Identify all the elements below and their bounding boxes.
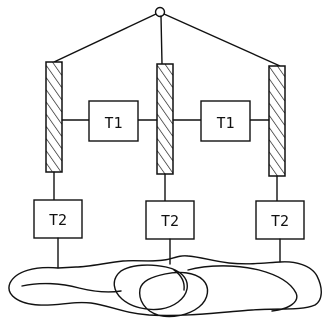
left-hatched-bar: [45, 61, 63, 173]
top-ring-icon: [154, 6, 166, 18]
load-left-contour: [21, 282, 122, 293]
right-cable: [163, 13, 281, 67]
middle-t2-label: T2: [161, 212, 179, 230]
left-t1-box: [88, 100, 139, 142]
left-t2-box: [33, 199, 83, 239]
center-hatched-bar: [156, 63, 174, 175]
load-center-shadow: [173, 269, 185, 291]
load-right-contour: [187, 265, 298, 312]
right-t1-label: T1: [216, 114, 234, 132]
right-t1-box: [200, 100, 251, 142]
right-t2-box: [255, 200, 305, 240]
left-t1-label: T1: [104, 114, 122, 132]
load-outline: [8, 255, 322, 317]
left-cable: [53, 13, 157, 63]
center-cable: [160, 15, 163, 65]
load-inner-contour-1: [113, 264, 188, 311]
left-t2-label: T2: [49, 211, 67, 229]
right-t2-label: T2: [271, 212, 289, 230]
right-hatched-bar: [268, 65, 286, 177]
load-inner-contour-2: [138, 271, 209, 318]
